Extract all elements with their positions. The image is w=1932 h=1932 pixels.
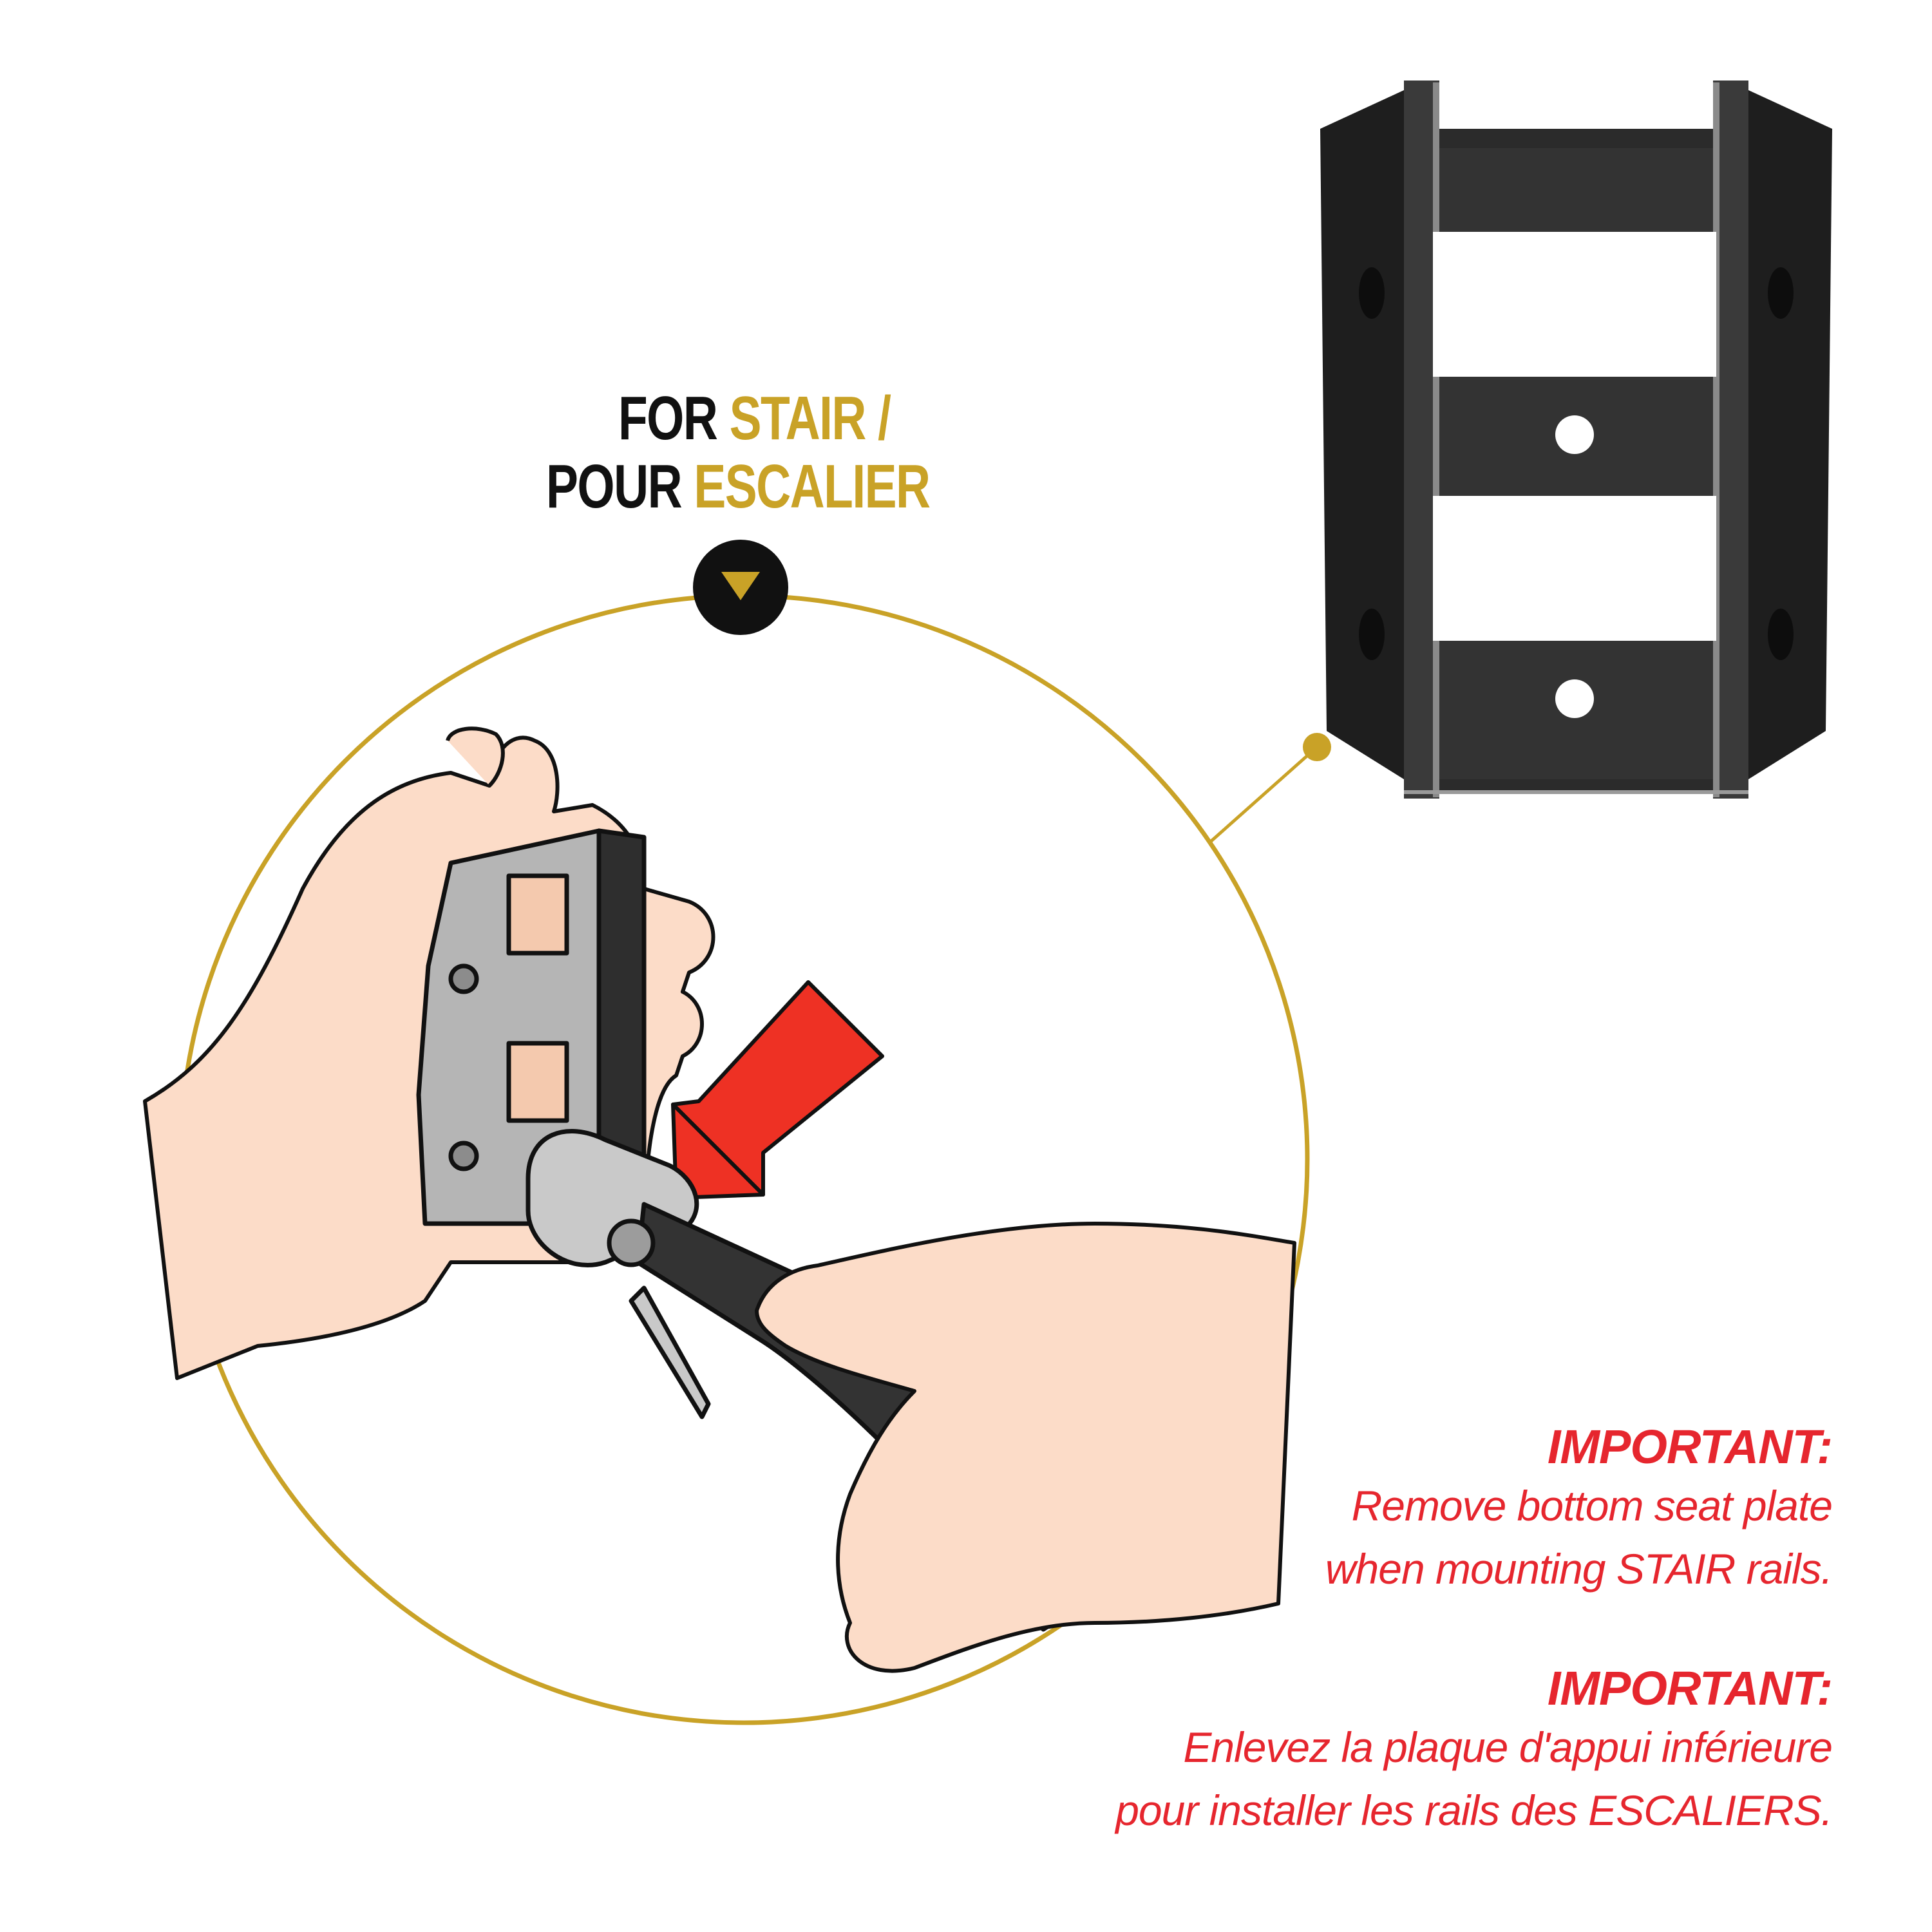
note-heading: IMPORTANT: bbox=[1547, 1662, 1833, 1715]
red-arrow-icon bbox=[671, 980, 884, 1200]
header-escalier: ESCALIER bbox=[694, 452, 931, 521]
header-slash: / bbox=[878, 384, 891, 453]
note-heading: IMPORTANT: bbox=[1547, 1420, 1833, 1473]
note-line: Enlevez la plaque d'appui inférieure bbox=[1183, 1723, 1833, 1771]
triangle-down-icon bbox=[693, 540, 788, 635]
note-line: when mounting STAIR rails. bbox=[1325, 1545, 1833, 1593]
note-english: IMPORTANT: Remove bottom seat plate when… bbox=[931, 1420, 1833, 1600]
header-for: FOR bbox=[618, 384, 718, 453]
bracket-drawing bbox=[416, 828, 647, 1226]
note-line: Remove bottom seat plate bbox=[1351, 1482, 1833, 1530]
right-hand bbox=[755, 1222, 1296, 1673]
connector-line bbox=[1200, 746, 1318, 851]
bracket-photo bbox=[1320, 80, 1832, 799]
header-line-french: POUR ESCALIER bbox=[546, 452, 931, 521]
connector-dot bbox=[1303, 733, 1331, 761]
header-pour: POUR bbox=[546, 452, 683, 521]
header-stair: STAIR bbox=[729, 384, 867, 453]
header-line-english: FOR STAIR / bbox=[618, 384, 891, 453]
note-french: IMPORTANT: Enlevez la plaque d'appui inf… bbox=[931, 1662, 1833, 1842]
note-line: pour installer les rails des ESCALIERS. bbox=[1115, 1786, 1833, 1834]
